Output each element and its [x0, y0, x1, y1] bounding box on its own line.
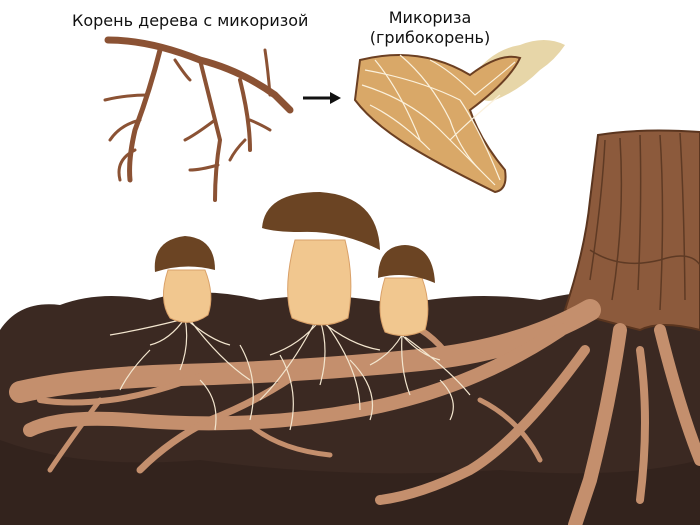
- tree-trunk: [563, 129, 700, 332]
- tree-root-drawing: [103, 36, 294, 202]
- tree-root-label: Корень дерева с микоризой: [72, 11, 309, 30]
- mycorrhiza-title: Микориза: [388, 8, 472, 27]
- mycorrhiza-subtitle: (грибокорень): [369, 28, 491, 47]
- arrow-icon: [303, 92, 341, 104]
- mushroom-right: [378, 245, 435, 336]
- mushroom-left: [154, 236, 215, 323]
- mycorrhiza-closeup: [353, 40, 565, 194]
- mycelium-threads: [109, 317, 471, 431]
- mycorrhiza-label: Микориза (грибокорень): [360, 8, 500, 48]
- tree-roots: [9, 299, 700, 525]
- mushroom-middle: [262, 192, 380, 326]
